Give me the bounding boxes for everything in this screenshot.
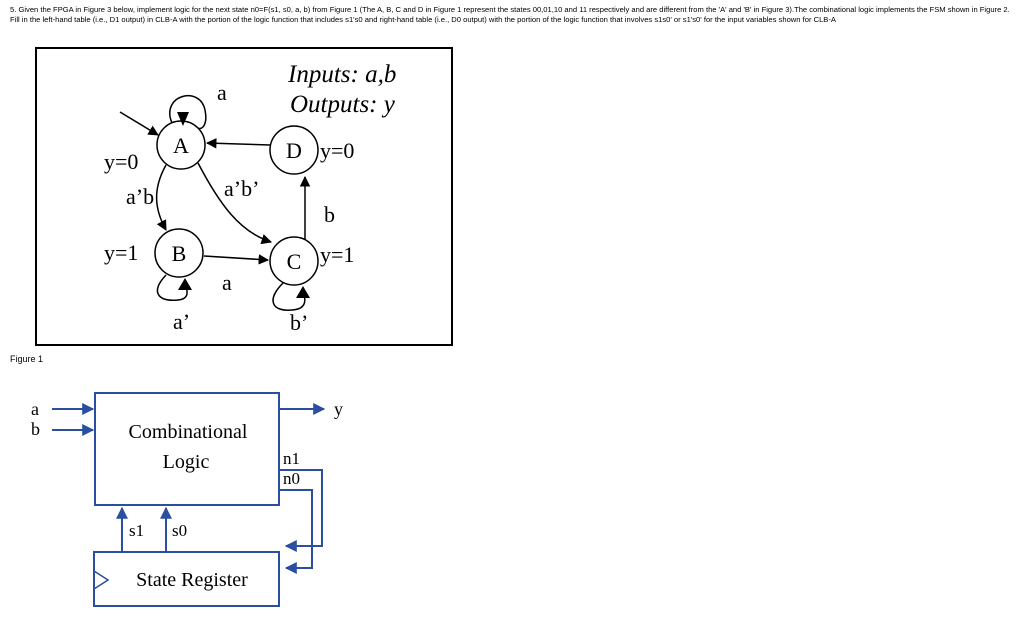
block-diagram: a b Combinational Logic y n1 n0 State Re… <box>31 392 343 607</box>
s0-label: s0 <box>172 521 187 540</box>
a-to-c-arrow <box>197 162 272 245</box>
label-c-self: b’ <box>290 310 308 335</box>
n1-feedback-wire <box>279 469 323 552</box>
state-b-label: B <box>172 241 187 266</box>
fsm-inputs-label: Inputs: a,b <box>287 61 396 88</box>
b-self-loop-head <box>178 278 192 290</box>
b-to-c-arrow <box>203 254 270 265</box>
d-to-a-arrow <box>205 138 271 149</box>
comb-logic-line1: Combinational <box>129 421 248 443</box>
input-b-label: b <box>31 419 40 439</box>
a-self-loop <box>169 94 207 130</box>
a-to-b-arrow <box>155 164 167 231</box>
combinational-logic-block <box>94 392 280 506</box>
state-d-label: D <box>286 138 302 163</box>
state-c-output: y=1 <box>320 242 354 267</box>
state-d-circle <box>269 125 319 175</box>
fsm-frame <box>35 47 453 346</box>
c-self-loop-head <box>296 286 310 298</box>
state-a-output: y=0 <box>104 149 138 174</box>
clock-triangle-icon <box>93 570 110 590</box>
n0-label: n0 <box>283 469 300 488</box>
state-register-block <box>93 551 280 607</box>
question-text: 5. Given the FPGA in Figure 3 below, imp… <box>10 5 1010 24</box>
fsm-outputs-label: Outputs: y <box>290 91 396 118</box>
label-a-to-b: a’b <box>126 184 154 209</box>
figure1-caption: Figure 1 <box>10 354 44 364</box>
label-a-to-c: a’b’ <box>224 176 259 201</box>
state-a-label: A <box>173 133 189 158</box>
input-a-label: a <box>31 399 39 419</box>
output-y-label: y <box>334 399 343 419</box>
state-d-output: y=0 <box>320 138 354 163</box>
n0-feedback-wire <box>279 489 313 574</box>
s1-label: s1 <box>129 521 144 540</box>
label-b-to-c: a <box>222 270 232 295</box>
n1-label: n1 <box>283 449 300 468</box>
label-b-self: a’ <box>173 309 190 334</box>
comb-logic-line2: Logic <box>163 451 210 473</box>
label-c-to-d: b <box>324 202 335 227</box>
label-a-self: a <box>217 80 227 105</box>
state-b-circle <box>154 228 204 278</box>
state-register-label: State Register <box>136 569 248 591</box>
reset-arrow <box>119 111 159 136</box>
state-c-circle <box>269 236 319 286</box>
a-self-loop-head <box>177 112 189 126</box>
state-c-label: C <box>287 249 302 274</box>
state-b-output: y=1 <box>104 240 138 265</box>
fsm-diagram: Inputs: a,b Outputs: y A B C D y=0 y=1 y… <box>35 47 453 346</box>
